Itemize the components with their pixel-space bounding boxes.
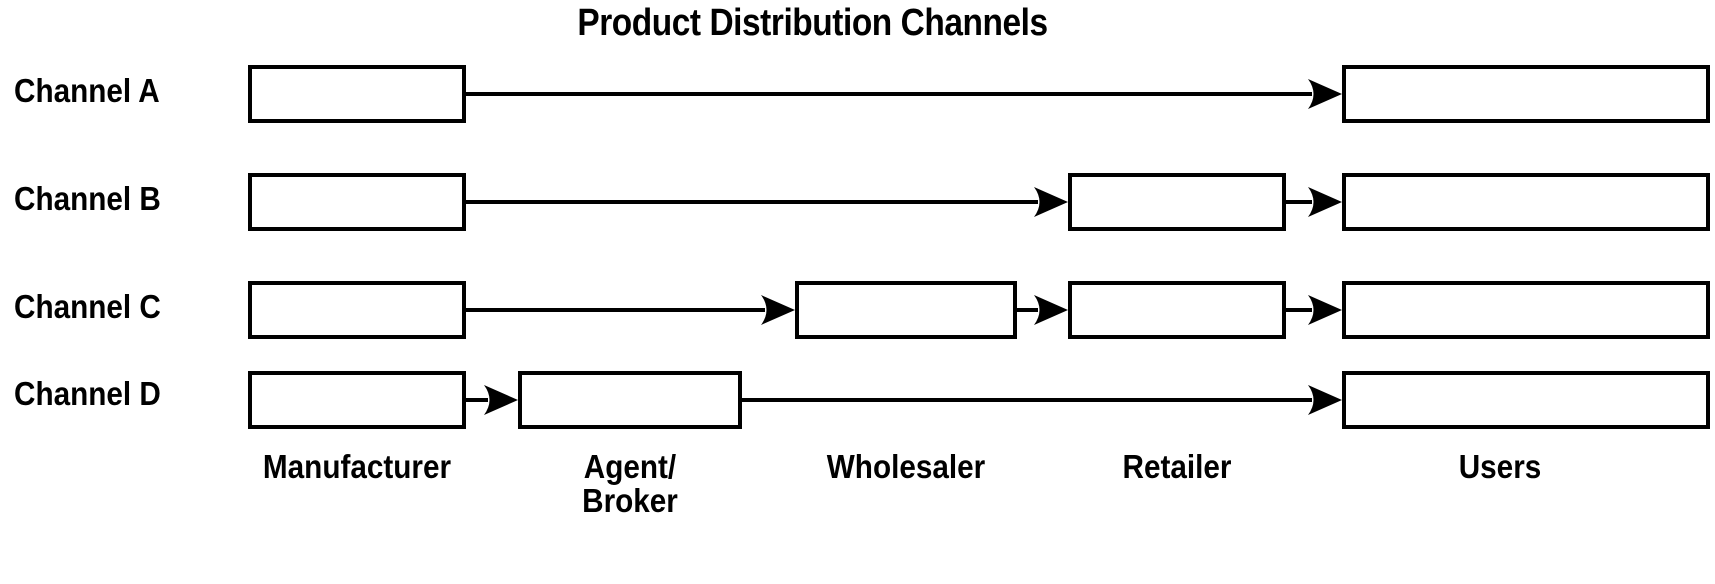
node-box-channel-b-retailer[interactable] (1068, 173, 1286, 231)
node-box-channel-c-manufacturer[interactable] (248, 281, 466, 339)
page-title: Product Distribution Channels (577, 2, 1048, 44)
node-box-channel-d-users[interactable] (1342, 371, 1710, 429)
arrow-head-icon (761, 295, 795, 325)
row-label-channel-c: Channel C (14, 288, 161, 325)
arrow-channel-c-manufacturer-to-wholesaler (466, 295, 795, 325)
column-label-users: Users (1458, 448, 1542, 485)
arrow-channel-d-manufacturer-to-agent-broker (466, 385, 518, 415)
arrow-channel-b-manufacturer-to-retailer (466, 187, 1068, 217)
arrow-channel-c-wholesaler-to-retailer (1017, 295, 1068, 325)
arrow-head-icon (1308, 187, 1342, 217)
arrow-head-icon (1308, 295, 1342, 325)
node-box-channel-d-manufacturer[interactable] (248, 371, 466, 429)
node-box-channel-d-agent-broker[interactable] (518, 371, 742, 429)
node-box-channel-b-manufacturer[interactable] (248, 173, 466, 231)
arrow-head-icon (1308, 385, 1342, 415)
node-box-channel-c-retailer[interactable] (1068, 281, 1286, 339)
column-label-agent-broker: Agent/ Broker (582, 448, 678, 520)
column-label-manufacturer: Manufacturer (262, 448, 452, 485)
arrow-head-icon (1034, 187, 1068, 217)
arrow-channel-b-retailer-to-users (1286, 187, 1342, 217)
arrow-channel-a-manufacturer-to-users (466, 79, 1342, 109)
row-label-channel-d: Channel D (14, 375, 161, 412)
column-label-retailer: Retailer (1122, 448, 1232, 485)
arrow-channel-c-retailer-to-users (1286, 295, 1342, 325)
row-label-channel-b: Channel B (14, 180, 161, 217)
node-box-channel-c-wholesaler[interactable] (795, 281, 1017, 339)
node-box-channel-a-users[interactable] (1342, 65, 1710, 123)
arrow-head-icon (1308, 79, 1342, 109)
arrow-head-icon (484, 385, 518, 415)
column-label-wholesaler: Wholesaler (826, 448, 986, 485)
arrow-channel-d-agent-broker-to-users (742, 385, 1342, 415)
arrow-head-icon (1034, 295, 1068, 325)
node-box-channel-c-users[interactable] (1342, 281, 1710, 339)
row-label-channel-a: Channel A (14, 72, 160, 109)
node-box-channel-a-manufacturer[interactable] (248, 65, 466, 123)
node-box-channel-b-users[interactable] (1342, 173, 1710, 231)
